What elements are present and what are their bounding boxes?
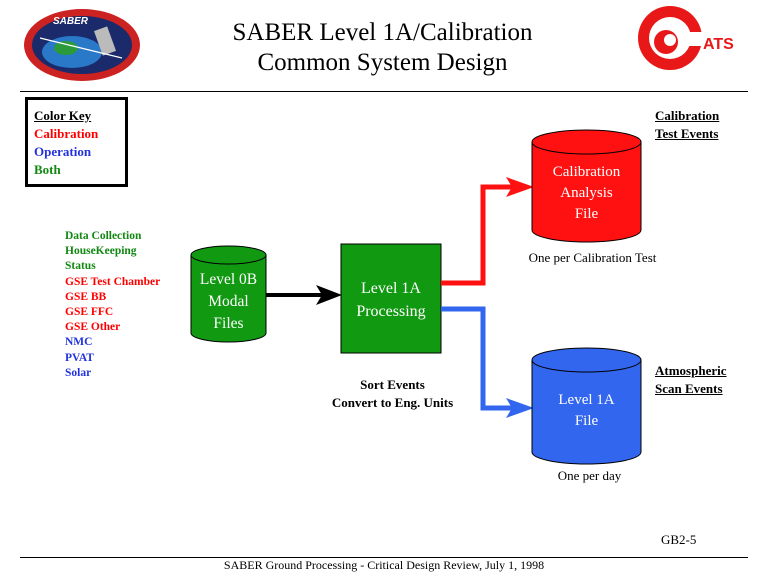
source-item: HouseKeeping [65,245,137,257]
color-key-calibration: Calibration [34,126,99,141]
color-key-heading: Color Key [34,108,92,123]
source-item: GSE FFC [65,306,114,318]
ats-logo [638,6,716,70]
sort-events-label: Sort Events [360,377,425,392]
source-item: GSE BB [65,291,107,303]
source-item: Solar [65,367,92,379]
source-item: GSE Test Chamber [65,276,161,288]
calibration-note: One per Calibration Test [528,250,657,265]
level0b-line-3: Files [213,315,244,332]
source-item: GSE Other [65,321,121,333]
header-divider [20,91,748,92]
color-key-box [25,97,128,187]
level1a-file-line-2: File [574,413,599,429]
level1a-file-label: Level 1A File [532,390,641,432]
arrow-level0b-to-processing [266,285,342,305]
calibration-file-label: Calibration Analysis File [532,162,641,225]
atmospheric-line-2: Scan Events [655,381,723,396]
footer-text: SABER Ground Processing - Critical Desig… [223,558,545,572]
level0b-cylinder [190,245,267,343]
processing-label: Level 1A Processing [341,277,441,323]
color-key-both: Both [34,162,61,177]
calibration-line-2: Analysis [560,185,613,201]
level1a-file-line-1: Level 1A [558,392,615,408]
level0b-line-2: Modal [208,293,249,310]
page-id: GB2-5 [661,532,697,547]
processing-line-2: Processing [356,303,426,320]
convert-label: Convert to Eng. Units [331,395,454,410]
calibration-line-3: File [574,206,599,222]
calibration-events-line-2: Test Events [655,126,719,141]
calibration-events-line-1: Calibration [655,108,720,123]
level1a-file-cylinder [531,347,642,465]
calibration-cylinder [531,129,642,243]
saber-logo-text: SABER [53,16,89,27]
arrow-to-level1a-file [441,306,534,418]
level0b-line-1: Level 0B [199,271,258,288]
source-item: NMC [65,336,93,348]
source-item: PVAT [65,352,94,364]
arrow-to-calibration [441,177,534,286]
title-line-2: Common System Design [257,49,508,76]
ats-logo-text: ATS [703,36,734,53]
color-key-operation: Operation [34,144,92,159]
source-item: Status [65,260,96,272]
saber-logo [24,9,140,81]
footer-divider [20,557,748,558]
title-line-1: SABER Level 1A/Calibration [232,19,533,46]
processing-box [340,243,442,354]
atmospheric-line-1: Atmospheric [655,363,727,378]
processing-line-1: Level 1A [361,280,421,297]
page-title: SABER Level 1A/Calibration Common System… [180,18,585,78]
level0b-label: Level 0B Modal Files [191,269,266,335]
level1a-file-note: One per day [557,468,622,483]
source-item: Data Collection [65,230,142,242]
calibration-line-1: Calibration [552,164,621,180]
